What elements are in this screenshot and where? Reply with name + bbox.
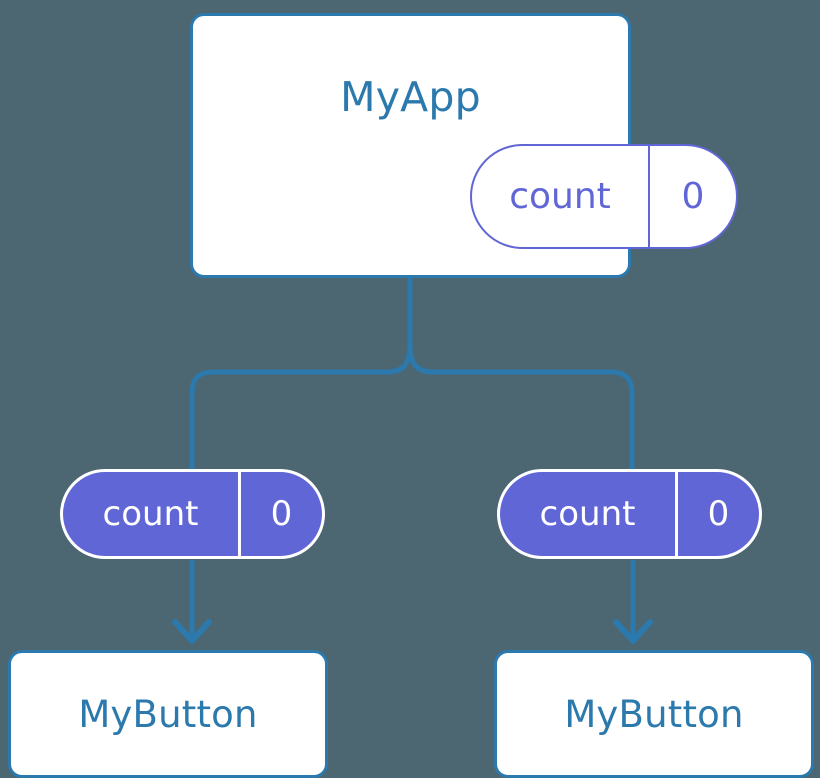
state-value-label: 0 xyxy=(238,472,322,556)
state-key-label: count xyxy=(509,176,611,217)
component-title-myapp: MyApp xyxy=(340,73,481,121)
state-pill-child-right[interactable]: count 0 xyxy=(497,469,762,559)
state-key-label: count xyxy=(102,494,199,534)
split-right-connector xyxy=(407,341,635,472)
arrow-right-head-icon xyxy=(613,619,653,644)
split-left-connector xyxy=(189,341,413,472)
component-title-mybutton: MyButton xyxy=(564,693,744,736)
arrow-left-head-icon xyxy=(172,619,212,644)
state-value-label: 0 xyxy=(675,472,759,556)
component-node-mybutton-right[interactable]: MyButton xyxy=(494,650,814,778)
state-pill-root[interactable]: count 0 xyxy=(470,144,738,249)
component-node-myapp[interactable]: MyApp count 0 xyxy=(190,13,738,278)
component-title-mybutton: MyButton xyxy=(78,693,258,736)
state-pill-child-left[interactable]: count 0 xyxy=(60,469,325,559)
component-node-mybutton-left[interactable]: MyButton xyxy=(8,650,328,778)
state-key-label: count xyxy=(539,494,636,534)
state-value-label: 0 xyxy=(648,146,736,247)
